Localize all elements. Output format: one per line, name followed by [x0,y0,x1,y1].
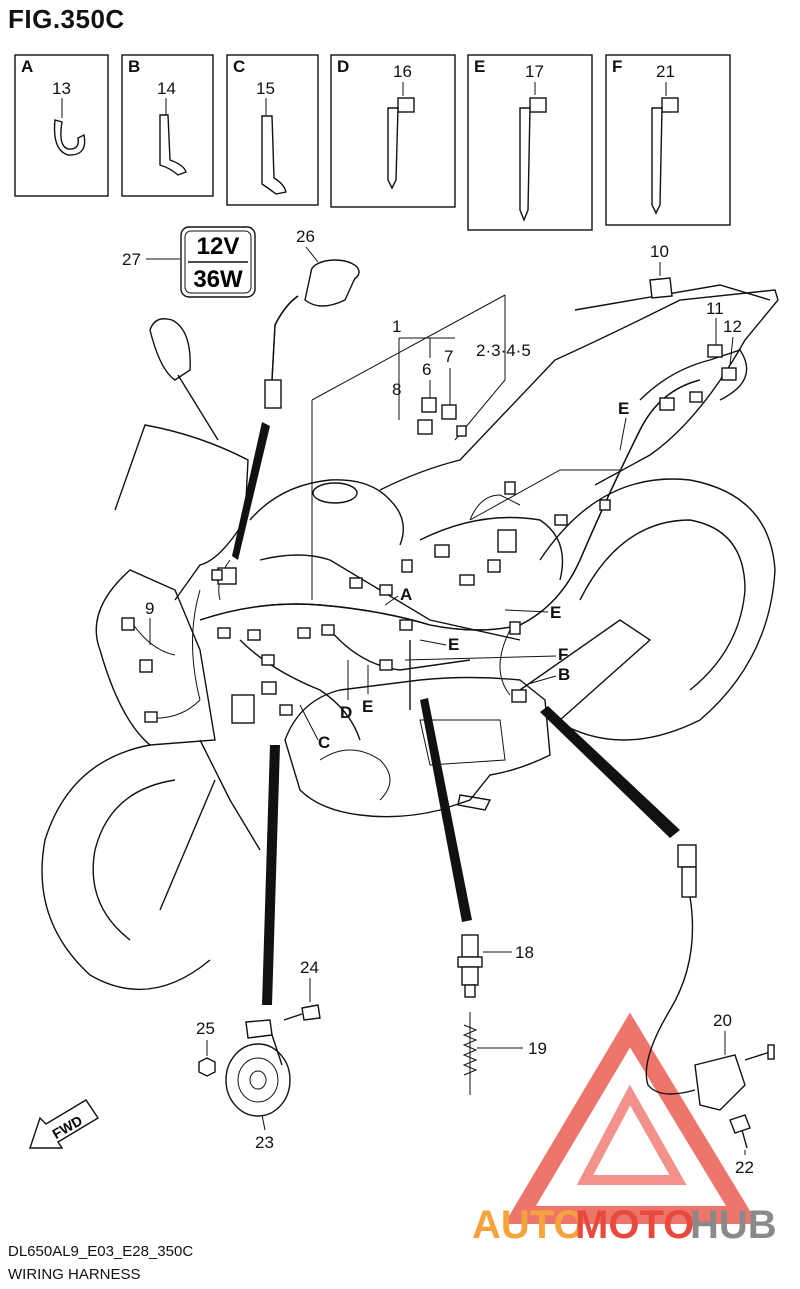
part-number: 15 [256,79,275,98]
grommet-10-icon [649,277,673,299]
callout-6: 6 [422,360,431,379]
nut-25-icon [198,1057,216,1077]
bolt-24-icon [283,1004,321,1021]
callout-7: 7 [444,347,453,366]
callout-23: 23 [255,1133,274,1152]
spring-19-icon [462,1012,478,1095]
clamp-letter-f: F [558,645,568,664]
watermark-word-1: AUTO [472,1203,585,1247]
cable-tie-17-icon [519,107,531,222]
clamp-13-icon [53,119,86,156]
voltage-text: 12V [197,233,240,260]
bolt-22-icon [729,1114,751,1149]
callout-12: 12 [723,317,742,336]
cable-tie-16-icon [387,107,399,190]
detail-letter: F [612,57,622,76]
detail-letter: B [128,57,140,76]
callout-18: 18 [515,943,534,962]
clamp-letter-e-1: E [362,697,373,716]
callout-20: 20 [713,1011,732,1030]
clamp-letter-b: B [558,665,570,684]
switch-18-icon [457,934,483,998]
figure-title: FIG.350C [8,4,125,34]
accessory-socket-26-icon [264,259,360,409]
clamp-letter-e-4: E [618,399,629,418]
callout-9: 9 [145,599,154,618]
relay-7-icon [441,404,457,420]
callout-10: 10 [650,242,669,261]
callout-11: 11 [706,299,724,318]
clamp-letter-a: A [400,585,412,604]
part-number: 16 [393,62,412,81]
detail-letter: E [474,57,485,76]
detail-box-e: E 17 [467,54,593,231]
horn-23-icon [225,1019,291,1117]
wiring-harness [121,344,748,741]
detail-letter: C [233,57,245,76]
detail-box-c: C 15 [226,54,319,206]
callout-2345: 2·3·4·5 [476,341,531,360]
detail-box-d: D 16 [330,54,456,208]
cable-tie-21-icon [651,107,663,215]
motorcycle-outline [41,284,779,991]
watermark-word-2: MOTO [575,1203,694,1247]
power-rating-label: 12V 36W [180,226,256,298]
forward-arrow-icon: FWD [29,1099,99,1149]
callout-27: 27 [122,250,141,269]
relay-6-icon [421,397,437,413]
detail-letter: D [337,57,349,76]
clamp-14-icon [159,114,187,176]
callout-1: 1 [392,317,401,336]
detail-box-f: F 21 [605,54,731,226]
detail-box-b: B 14 [121,54,214,197]
watermark-text: AUTO MOTO HUB [472,1203,777,1247]
callout-22: 22 [735,1158,754,1177]
watermark-logo [504,1012,758,1224]
sensor-20-icon [645,844,775,1111]
relay-8-icon [417,419,433,435]
callout-26: 26 [296,227,315,246]
callout-8: 8 [392,380,401,399]
part-number: 21 [656,62,675,81]
callout-19: 19 [528,1039,547,1058]
fuse-icon [456,425,467,437]
clamp-letter-c: C [318,733,330,752]
wattage-text: 36W [193,266,243,293]
clamp-letter-e-3: E [550,603,561,622]
part-number: 17 [525,62,544,81]
diagram-name: WIRING HARNESS [8,1266,141,1283]
part-number: 14 [157,79,176,98]
part-number: 13 [52,79,71,98]
callout-24: 24 [300,958,319,977]
callout-25: 25 [196,1019,215,1038]
detail-box-a: A 13 [14,54,109,197]
detail-letter: A [21,57,33,76]
clamp-letter-e-2: E [448,635,459,654]
diagram-code: DL650AL9_E03_E28_350C [8,1243,194,1260]
watermark-word-3: HUB [690,1203,777,1247]
clamp-15-icon [261,115,287,195]
clamp-letter-d: D [340,703,352,722]
